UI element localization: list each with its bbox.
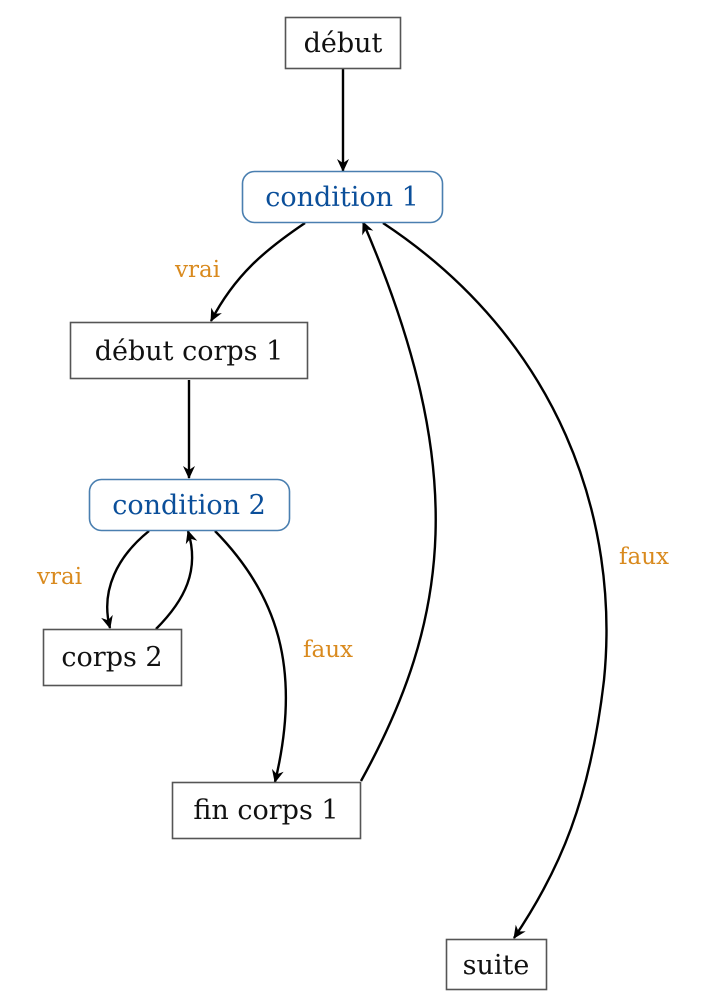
edge-condition2-faux-to-fin-corps1 — [214, 530, 288, 783]
node-debut-corps1: début corps 1 — [69, 321, 309, 380]
node-condition2: condition 2 — [88, 478, 291, 532]
edge-condition1-faux-to-suite — [382, 221, 608, 939]
node-suite-label: suite — [463, 950, 530, 981]
node-suite: suite — [445, 938, 548, 991]
edge-label-c2-faux: faux — [303, 637, 353, 663]
edges — [101, 69, 608, 939]
edge-label-c2-vrai: vrai — [36, 564, 82, 590]
node-debut: début — [284, 16, 402, 70]
node-debut-corps1-label: début corps 1 — [95, 336, 284, 367]
node-condition1-label: condition 1 — [265, 182, 419, 213]
node-corps2: corps 2 — [42, 628, 183, 687]
node-condition2-label: condition 2 — [112, 490, 266, 521]
node-corps2-label: corps 2 — [61, 642, 162, 673]
node-fin-corps1-box — [171, 781, 362, 840]
node-condition2-box — [88, 478, 291, 532]
edge-corps2-to-condition2 — [155, 530, 198, 630]
node-condition1-box — [241, 170, 444, 224]
edge-labels: vrai faux vrai faux — [36, 257, 669, 663]
node-fin-corps1: fin corps 1 — [171, 781, 362, 840]
edge-fin-corps1-to-condition1 — [359, 221, 437, 782]
node-suite-box — [445, 938, 548, 991]
edge-label-c1-faux: faux — [619, 544, 669, 570]
edge-condition2-vrai-to-corps2 — [101, 530, 150, 629]
edge-condition1-vrai-to-debut-corps1 — [209, 222, 306, 322]
node-debut-corps1-box — [69, 321, 309, 380]
node-corps2-box — [42, 628, 183, 687]
node-debut-label: début — [304, 28, 383, 59]
node-condition1: condition 1 — [241, 170, 444, 224]
edge-label-c1-vrai: vrai — [174, 257, 220, 283]
node-debut-box — [284, 16, 402, 70]
node-fin-corps1-label: fin corps 1 — [193, 795, 338, 826]
